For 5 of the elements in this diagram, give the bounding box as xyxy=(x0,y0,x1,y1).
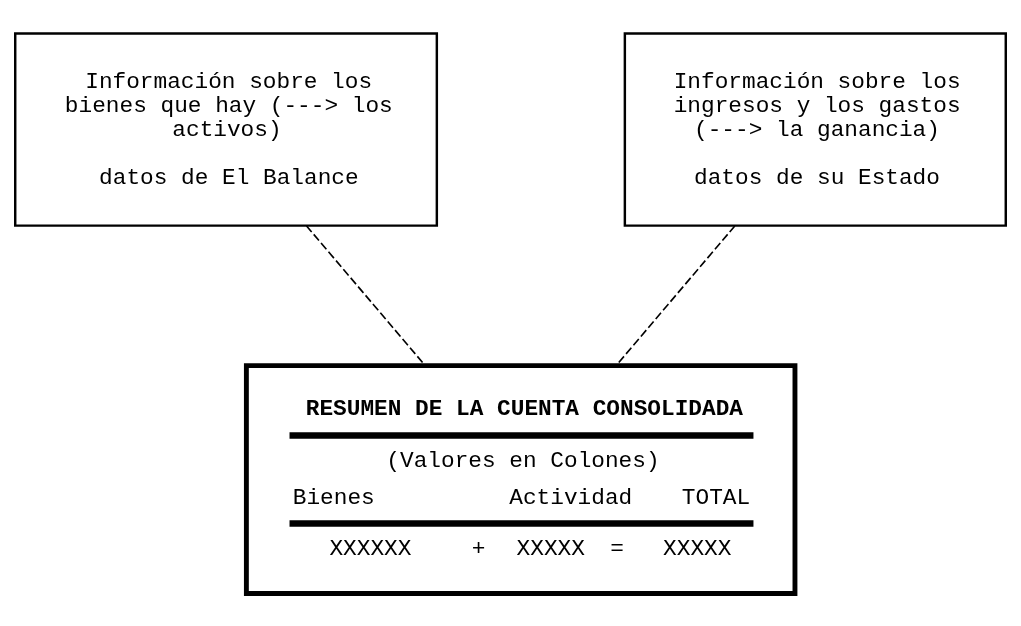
node-box: RESUMEN DE LA CUENTA CONSOLIDADA (Valores en Colones) Bienes Actividad TOTAL XXXXXX + XXXXX = XXXXX xyxy=(243,362,798,596)
connector xyxy=(615,224,736,366)
connector xyxy=(305,224,426,366)
node-box: Información sobre los ingresos y los gastos (---> la ganancia) datos de su Estado xyxy=(623,31,1007,227)
node-box: Información sobre los bienes que hay (---> los activos) datos de El Balance xyxy=(14,31,439,227)
